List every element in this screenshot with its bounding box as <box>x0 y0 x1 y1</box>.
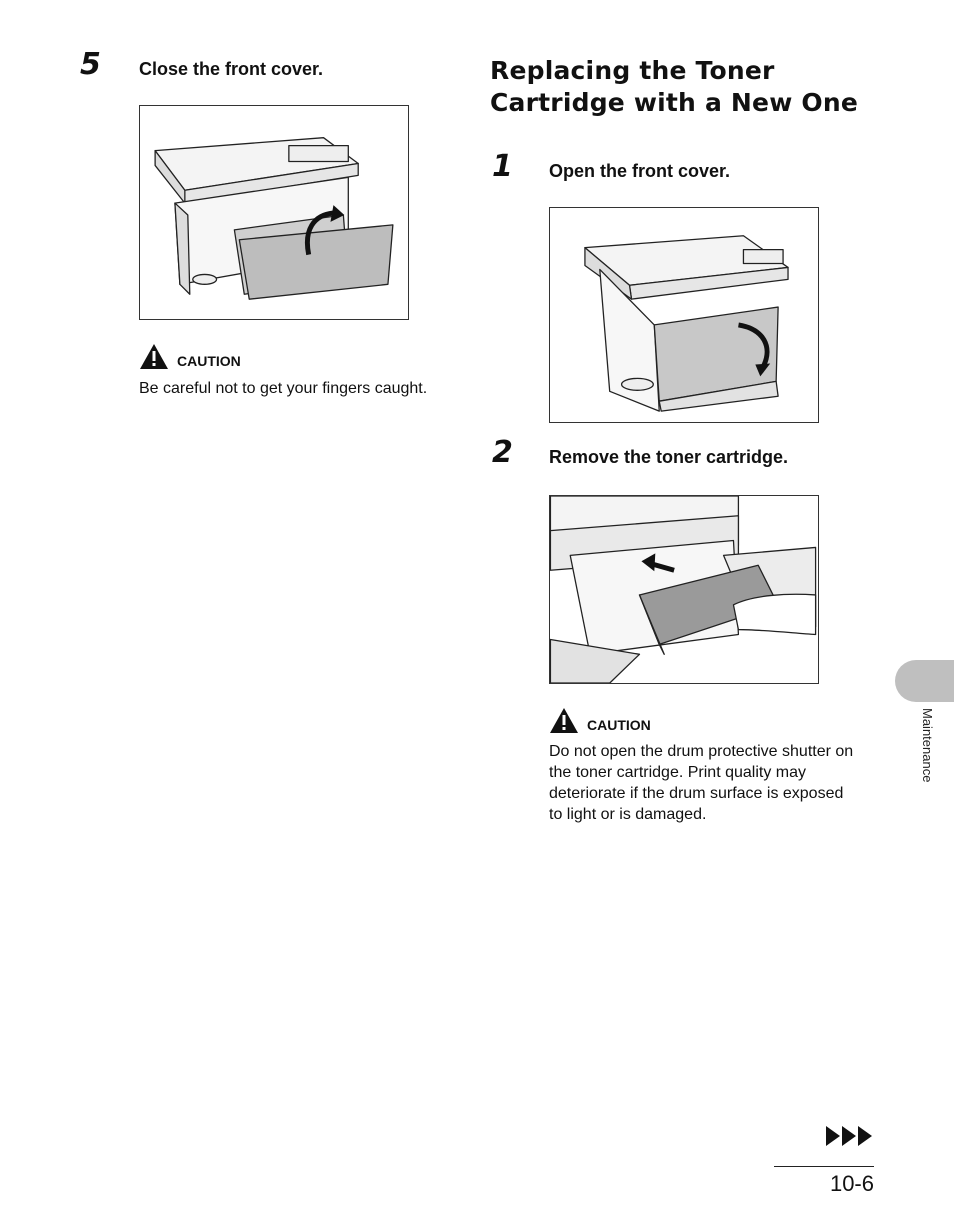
section-title-line-2: Cartridge with a New One <box>490 88 859 117</box>
chapter-tab <box>895 660 954 702</box>
figure-remove-toner-cartridge <box>549 495 819 684</box>
caution-label: CAUTION <box>177 353 241 369</box>
printer-cover-closing-illustration <box>154 137 394 300</box>
figure-close-front-cover <box>139 105 409 320</box>
step-1-instruction: Open the front cover. <box>549 161 731 181</box>
caution-line: Do not open the drum protective shutter … <box>549 743 854 760</box>
step-number-1: 1 <box>492 149 513 184</box>
caution-line: deteriorate if the drum surface is expos… <box>549 785 844 802</box>
section-title-line-1: Replacing the Toner <box>490 56 775 85</box>
caution-text: Be careful not to get your fingers caugh… <box>139 380 428 397</box>
step-2-instruction: Remove the toner cartridge. <box>549 447 789 467</box>
triple-arrow-icon <box>826 1126 874 1146</box>
caution-text: Do not open the drum protective shutter … <box>549 741 879 825</box>
caution-icon <box>549 707 579 734</box>
caution-icon <box>139 343 169 370</box>
step-number-2: 2 <box>492 435 513 470</box>
step-number-5: 5 <box>80 47 101 82</box>
footer-rule <box>774 1166 874 1167</box>
figure-open-front-cover <box>549 207 819 423</box>
caution-line: to light or is damaged. <box>549 806 707 823</box>
caution-label: CAUTION <box>587 717 651 733</box>
toner-removal-illustration <box>550 496 817 683</box>
step-5-instruction: Close the front cover. <box>139 59 324 79</box>
section-title: Replacing the Toner Cartridge with a New… <box>490 55 858 119</box>
caution-line: the toner cartridge. Print quality may <box>549 764 807 781</box>
page-number: 10-6 <box>829 1171 874 1196</box>
chapter-tab-label: Maintenance <box>920 708 935 783</box>
printer-front-cover-illustration <box>584 235 789 412</box>
